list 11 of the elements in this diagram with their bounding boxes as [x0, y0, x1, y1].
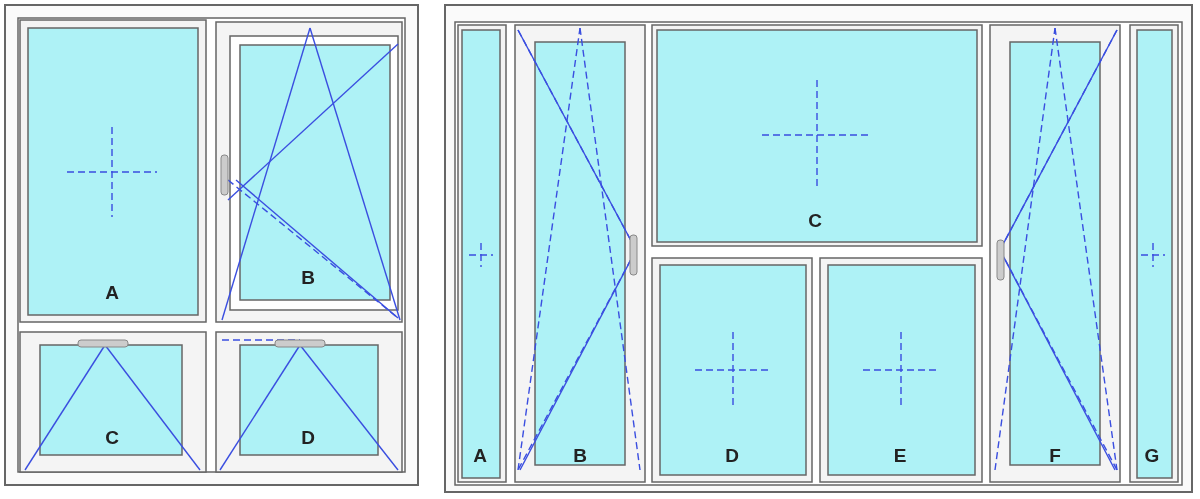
pane-letter: C — [105, 427, 119, 447]
pane-letter: E — [893, 445, 907, 465]
pane-letter: B — [573, 445, 587, 465]
pane-letter: G — [1144, 445, 1160, 465]
pane-letter: A — [105, 282, 119, 302]
pane-letter: D — [725, 445, 739, 465]
pane-letter: A — [473, 445, 487, 465]
pane-letter: F — [1049, 445, 1061, 465]
pane-letter: D — [301, 427, 315, 447]
pane-letter: C — [808, 210, 822, 230]
pane-letter: B — [301, 267, 315, 287]
